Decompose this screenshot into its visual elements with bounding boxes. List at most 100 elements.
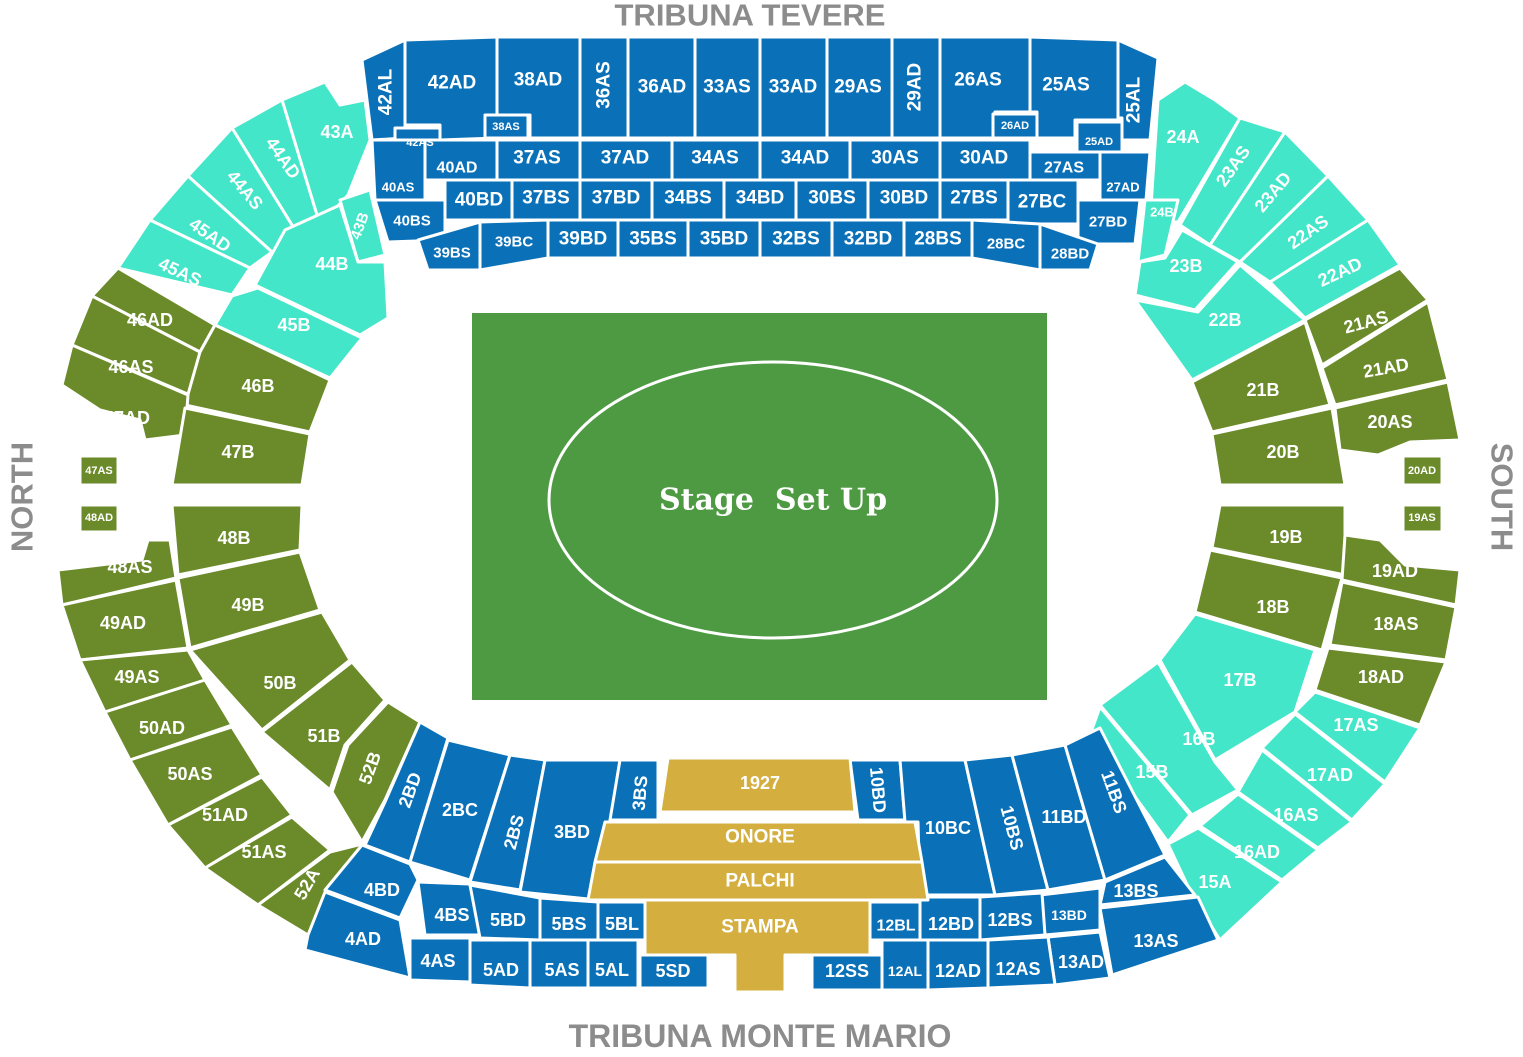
section-37AD[interactable] — [578, 138, 674, 182]
section-16AS[interactable] — [1236, 748, 1354, 850]
section-34AS[interactable] — [670, 138, 762, 182]
section-51AS[interactable] — [203, 815, 332, 907]
section-27BC[interactable] — [1006, 178, 1080, 226]
section-12BD[interactable] — [918, 895, 982, 942]
section-27BS[interactable] — [938, 178, 1010, 222]
section-45AS[interactable] — [116, 218, 252, 297]
section-PALCHI[interactable] — [586, 860, 930, 902]
section-27BD[interactable] — [1076, 198, 1142, 246]
section-29AD[interactable] — [890, 35, 942, 140]
section-48AD[interactable] — [78, 503, 120, 534]
section-25AL[interactable] — [1116, 38, 1160, 142]
section-51B[interactable] — [260, 660, 387, 792]
section-40AD[interactable] — [423, 138, 499, 182]
section-17B[interactable] — [1158, 612, 1317, 762]
section-18AS[interactable] — [1328, 580, 1458, 662]
section-47AS[interactable] — [78, 454, 120, 487]
section-4AS[interactable] — [408, 936, 472, 984]
section-35BS[interactable] — [616, 218, 690, 260]
section-12BL[interactable] — [868, 900, 922, 942]
section-16AD[interactable] — [1198, 792, 1320, 882]
section-21AS[interactable] — [1303, 266, 1430, 367]
section-19AS[interactable] — [1401, 503, 1444, 534]
section-28BD[interactable] — [1038, 222, 1100, 272]
section-17AD[interactable] — [1260, 712, 1387, 822]
section-37AS[interactable] — [495, 138, 582, 182]
section-20B[interactable] — [1210, 406, 1347, 487]
section-22B[interactable] — [1133, 263, 1307, 382]
section-24B[interactable] — [1136, 198, 1180, 264]
section-39BD[interactable] — [546, 218, 620, 260]
section-29AS[interactable] — [825, 35, 894, 140]
section-5AD[interactable] — [468, 938, 532, 990]
section-28BS[interactable] — [902, 218, 974, 260]
section-21AD[interactable] — [1320, 300, 1450, 407]
section-STAMPA[interactable] — [643, 898, 872, 994]
section-45B[interactable] — [213, 286, 364, 380]
section-13BD[interactable] — [1038, 886, 1102, 937]
section-11BS[interactable] — [1063, 726, 1167, 882]
section-13AD[interactable] — [1046, 930, 1112, 987]
section-34BS[interactable] — [650, 178, 726, 222]
section-5AS[interactable] — [528, 938, 590, 990]
section-15B[interactable] — [1088, 705, 1192, 844]
section-50AS[interactable] — [128, 725, 264, 827]
section-5BS[interactable] — [538, 896, 600, 942]
section-37BD[interactable] — [578, 178, 654, 222]
section-12BS[interactable] — [978, 891, 1047, 942]
section-5SD[interactable] — [638, 953, 710, 990]
section-12AD[interactable] — [926, 938, 990, 992]
section-30AS[interactable] — [848, 138, 942, 182]
section-34BD[interactable] — [722, 178, 798, 222]
section-1927[interactable] — [658, 756, 857, 814]
section-48B[interactable] — [170, 503, 304, 577]
section-32BS[interactable] — [758, 218, 834, 260]
section-34AD[interactable] — [758, 138, 852, 182]
section-30BD[interactable] — [866, 178, 942, 222]
section-13BS[interactable] — [1098, 855, 1197, 907]
section-20AD[interactable] — [1401, 454, 1444, 487]
section-36AS[interactable] — [578, 35, 630, 140]
section-27AD[interactable] — [1098, 150, 1152, 202]
section-33AS[interactable] — [693, 35, 762, 140]
section-16B[interactable] — [1098, 660, 1240, 817]
section-10BD[interactable] — [848, 758, 907, 822]
section-4AD[interactable] — [303, 890, 412, 980]
section-ONORE[interactable] — [593, 820, 924, 864]
section-49AD[interactable] — [60, 578, 190, 662]
section-5BL[interactable] — [596, 900, 647, 942]
section-40BD[interactable] — [443, 178, 514, 222]
section-12AL[interactable] — [880, 938, 930, 992]
section-18B[interactable] — [1193, 548, 1344, 652]
section-50AD[interactable] — [103, 678, 234, 762]
section-25AD[interactable] — [1075, 120, 1124, 154]
section-33AD[interactable] — [758, 35, 829, 140]
section-30AD[interactable] — [938, 138, 1032, 182]
section-18AD[interactable] — [1313, 646, 1448, 727]
section-37BS[interactable] — [510, 178, 582, 222]
section-36AD[interactable] — [626, 35, 697, 140]
section-22AD[interactable] — [1268, 218, 1402, 320]
section-27AS[interactable] — [1028, 150, 1102, 182]
section-23B[interactable] — [1133, 228, 1240, 312]
section-38AS[interactable] — [483, 113, 530, 140]
section-50B[interactable] — [188, 610, 352, 732]
section-42AD[interactable] — [403, 35, 499, 142]
section-26AD[interactable] — [991, 112, 1039, 140]
section-12AS[interactable] — [986, 935, 1057, 990]
section-5AL[interactable] — [586, 938, 640, 990]
section-30BS[interactable] — [794, 178, 870, 222]
section-47B[interactable] — [170, 406, 312, 487]
section-35BD[interactable] — [686, 218, 762, 260]
section-13AS[interactable] — [1098, 895, 1220, 977]
section-39BC[interactable] — [478, 218, 550, 272]
section-17AS[interactable] — [1293, 690, 1422, 784]
section-32BD[interactable] — [830, 218, 906, 260]
section-12SS[interactable] — [810, 953, 884, 992]
section-47AD[interactable] — [60, 343, 190, 442]
section-4BD[interactable] — [323, 843, 420, 920]
section-21B[interactable] — [1190, 320, 1332, 434]
section-51AD[interactable] — [166, 775, 294, 870]
section-49B[interactable] — [176, 550, 322, 650]
section-28BC[interactable] — [970, 218, 1042, 272]
